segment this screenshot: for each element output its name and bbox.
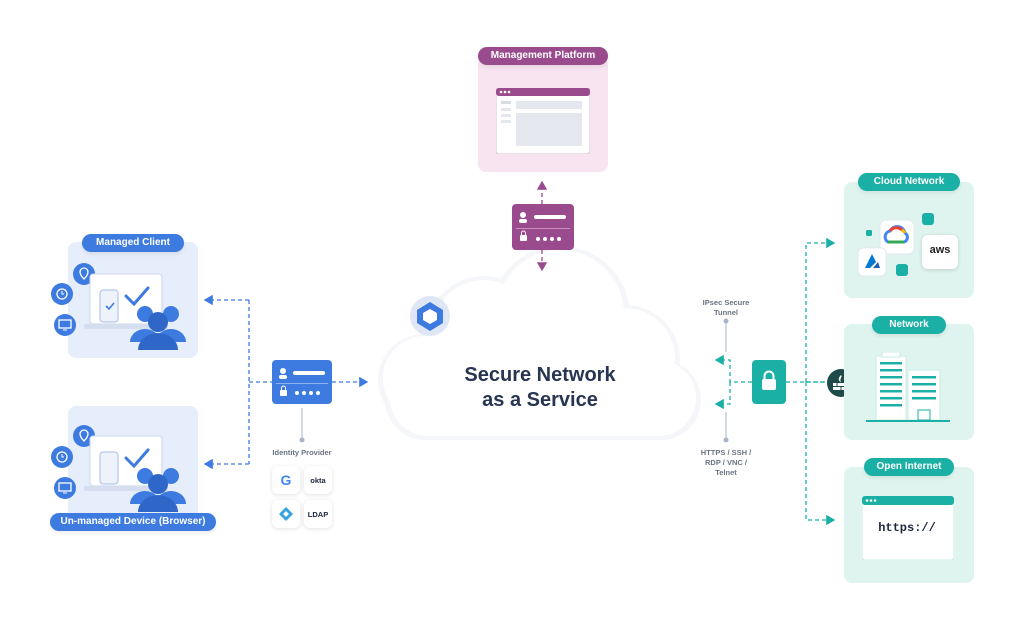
ipsec-tunnel-line2: Tunnel xyxy=(713,308,739,317)
google-cloud-logo-icon xyxy=(879,219,915,255)
management-platform-label: Management Platform xyxy=(478,47,608,65)
azure-ad-logo-icon xyxy=(272,500,300,528)
open-internet-label: Open Internet xyxy=(864,458,954,476)
browser-window-icon xyxy=(862,496,954,560)
okta-logo-icon: okta xyxy=(304,466,332,494)
history-icon xyxy=(51,446,73,468)
login-card-icon xyxy=(272,360,332,404)
cloud-providers-illustration xyxy=(857,213,934,277)
protocols-line3: Telnet xyxy=(715,468,737,477)
okta-logo-text: okta xyxy=(310,475,326,485)
desktop-icon xyxy=(54,314,76,336)
managed-client-label: Managed Client xyxy=(82,234,184,252)
dashboard-window-icon xyxy=(496,88,590,154)
network-label: Network xyxy=(872,316,946,334)
history-icon xyxy=(51,283,73,305)
cloud-shape xyxy=(378,246,701,440)
protocols-line2: RDP / VNC / xyxy=(705,458,747,467)
google-logo-icon: G xyxy=(272,466,300,494)
aws-logo-text: aws xyxy=(929,244,951,256)
protocols-line1: HTTPS / SSH / xyxy=(700,448,752,457)
brand-logo-icon xyxy=(410,296,450,336)
cloud-title-line1: Secure Network xyxy=(464,364,616,386)
gateway-lock-icon xyxy=(752,360,786,404)
identity-provider-label: Identity Provider xyxy=(272,448,332,457)
ldap-logo-icon: LDAP xyxy=(304,500,332,528)
unmanaged-device-illustration xyxy=(51,425,186,512)
cloud-title-line2: as a Service xyxy=(482,389,598,411)
cloud-network-label: Cloud Network xyxy=(858,173,960,191)
managed-client-illustration xyxy=(51,263,186,350)
url-text: https:// xyxy=(878,521,936,535)
unmanaged-device-label: Un-managed Device (Browser) xyxy=(50,513,216,531)
azure-logo-icon xyxy=(857,247,887,277)
desktop-icon xyxy=(54,477,76,499)
google-logo-text: G xyxy=(280,472,292,488)
users-icon xyxy=(130,468,186,512)
cloud-title: Secure Network as a Service xyxy=(420,363,660,413)
credentials-card-icon xyxy=(512,204,574,250)
protocols-label: HTTPS / SSH / RDP / VNC / Telnet xyxy=(694,448,758,478)
office-buildings-icon xyxy=(866,352,950,422)
ipsec-tunnel-label: IPsec Secure Tunnel xyxy=(694,298,758,318)
ipsec-tunnel-line1: IPsec Secure xyxy=(702,298,750,307)
ldap-logo-text: LDAP xyxy=(307,509,329,519)
users-icon xyxy=(130,306,186,350)
aws-logo-icon: aws xyxy=(922,235,958,269)
